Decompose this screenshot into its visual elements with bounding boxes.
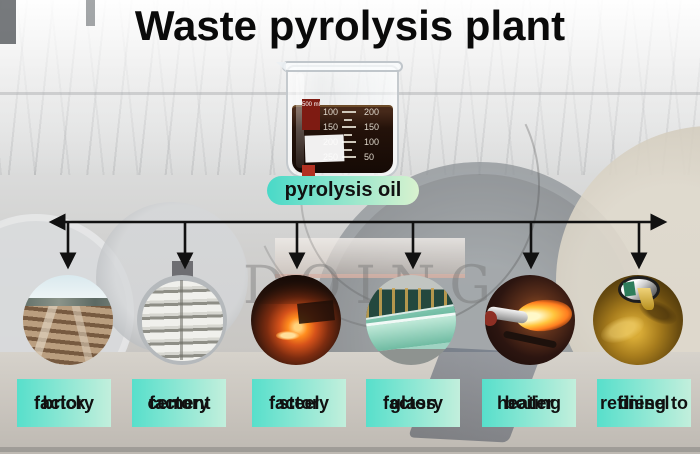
- scale-mark: 200: [364, 107, 380, 117]
- factory-floor: [0, 352, 700, 454]
- output-label-boiler-heating: boiler heating: [482, 379, 576, 427]
- label-line: steel: [278, 392, 320, 413]
- output-label-refining-to-diesel: refining to diesel: [597, 379, 691, 427]
- scale-mark: 150: [364, 122, 380, 132]
- label-line: diesel: [618, 392, 670, 413]
- label-line: heating: [496, 392, 561, 413]
- molten-metal-glow: [276, 330, 300, 340]
- furnace-silhouette: [296, 300, 335, 324]
- scale-tick: [342, 111, 356, 113]
- steel-column: [86, 0, 95, 26]
- page-title: Waste pyrolysis plant: [134, 2, 566, 49]
- valve-wheel: [485, 311, 497, 327]
- scale-tick: [344, 134, 352, 136]
- label-line: glass: [389, 392, 437, 413]
- beaker-volume-label: 500 ml: [302, 99, 320, 130]
- output-label-cement-factory: cement factory: [132, 379, 226, 427]
- scale-tick: [344, 119, 352, 121]
- output-label-brick-factory: brick factory: [17, 379, 111, 427]
- pyrolysis-oil-label: pyrolysis oil: [267, 176, 419, 205]
- label-line: factory: [148, 392, 210, 413]
- brick-rows: [23, 305, 113, 365]
- scale-mark: 100: [364, 137, 380, 147]
- label-line: factory: [382, 392, 444, 413]
- steel-column: [0, 0, 16, 44]
- scale-tick: [342, 141, 356, 143]
- glass-highlight: [296, 73, 304, 168]
- scale-mark: 50: [364, 152, 375, 162]
- beaker-spout: [276, 62, 286, 71]
- pyrolysis-oil-beaker: 100 150 200 250 200 150 100 50 500 ml: [276, 61, 403, 178]
- cement-factory-photo: [137, 275, 227, 365]
- output-label-steel-factory: steel factory: [252, 379, 346, 427]
- label-line: factory: [33, 392, 95, 413]
- scale-tick: [342, 156, 356, 158]
- scale-mark: 150: [322, 122, 338, 132]
- beaker-white-sticker: [304, 134, 345, 163]
- scale-tick: [344, 149, 352, 151]
- label-line: brick: [42, 392, 86, 413]
- label-line: factory: [268, 392, 330, 413]
- floor-edge-line: [0, 447, 700, 452]
- sky: [23, 275, 113, 302]
- label-line: refining to: [600, 392, 688, 413]
- brick-factory-photo: [23, 275, 113, 365]
- beaker-rim: [282, 61, 403, 72]
- output-label-glass-factory: glass factory: [366, 379, 460, 427]
- beaker-red-marking: [302, 165, 315, 178]
- label-line: boiler: [504, 392, 554, 413]
- refining-to-diesel-photo: [593, 275, 683, 365]
- scale-tick: [342, 126, 356, 128]
- horizon-buildings: [23, 298, 113, 308]
- label-line: cement: [147, 392, 211, 413]
- glass-factory-photo: [366, 275, 456, 365]
- boiler-heating-photo: [485, 275, 575, 365]
- steel-factory-photo: [251, 275, 341, 365]
- scale-mark: 100: [322, 107, 338, 117]
- background-building: [275, 238, 465, 278]
